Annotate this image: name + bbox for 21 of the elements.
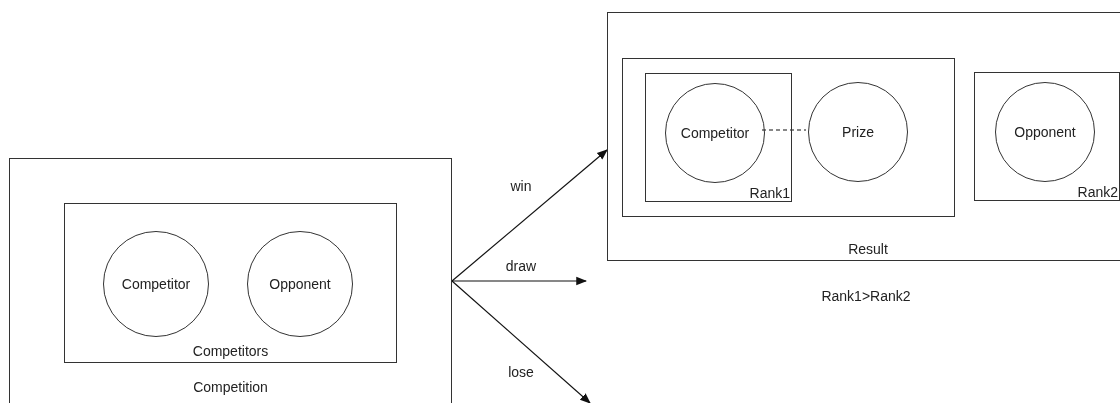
result-box: [607, 12, 1120, 261]
note-text: Rank1>Rank2: [821, 288, 911, 304]
node-label: Opponent: [1014, 124, 1076, 140]
node-label: Competitor: [680, 125, 750, 141]
rank-box: [645, 73, 792, 202]
node-label: Competitor: [121, 276, 191, 292]
box-title: Competition: [193, 379, 268, 395]
arrow: [451, 149, 608, 282]
group-box: [622, 58, 955, 217]
node-label: Prize: [842, 124, 874, 140]
rank-label: Rank1: [749, 187, 790, 200]
box-title: Competitors: [192, 343, 269, 359]
rank-box: [974, 72, 1120, 201]
competitors-box: [64, 203, 397, 363]
arrow: [451, 276, 588, 286]
arrow: [451, 280, 591, 403]
competition-box: [9, 158, 452, 403]
node-label: Opponent: [269, 276, 331, 292]
box-title: Result: [848, 241, 888, 257]
dashed-line: [761, 129, 807, 131]
rank-label: Rank2: [1077, 186, 1118, 199]
